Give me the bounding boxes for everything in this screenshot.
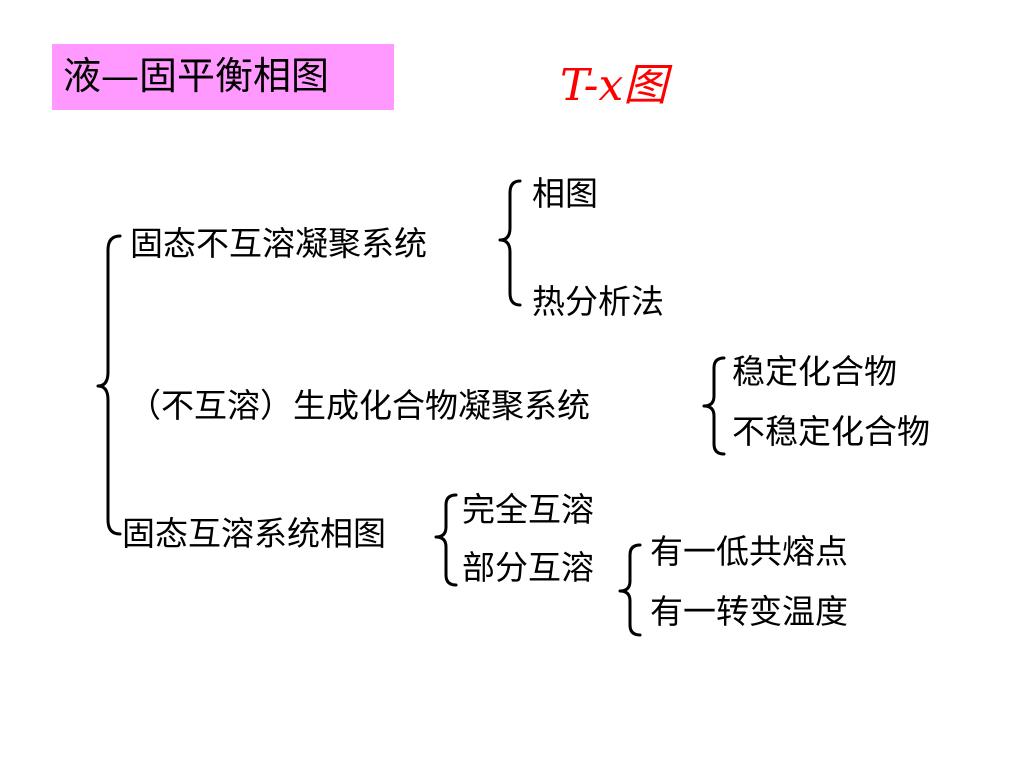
stable-compound-label: 稳定化合物 bbox=[732, 352, 897, 391]
partial-brace bbox=[618, 543, 642, 637]
unstable-compound-label: 不稳定化合物 bbox=[732, 412, 930, 451]
page-title: 液—固平衡相图 bbox=[63, 54, 330, 98]
transition-temperature-label: 有一转变温度 bbox=[650, 592, 848, 631]
title-box bbox=[52, 44, 394, 110]
complete-miscibility-label: 完全互溶 bbox=[462, 490, 594, 529]
main-brace bbox=[96, 234, 122, 536]
eutectic-point-label: 有一低共熔点 bbox=[650, 532, 848, 571]
miscible-brace bbox=[434, 493, 458, 587]
immiscible-brace bbox=[498, 179, 522, 307]
partial-miscibility-label: 部分互溶 bbox=[462, 548, 594, 587]
phase-diagram-label: 相图 bbox=[532, 174, 598, 213]
tx-diagram-heading: T-x图 bbox=[560, 60, 668, 111]
immiscible-system-label: 固态不互溶凝聚系统 bbox=[130, 224, 427, 263]
miscible-system-label: 固态互溶系统相图 bbox=[122, 514, 386, 553]
compound-system-label: （不互溶）生成化合物凝聚系统 bbox=[128, 386, 590, 425]
thermal-analysis-label: 热分析法 bbox=[532, 282, 664, 321]
compound-brace bbox=[702, 356, 726, 456]
